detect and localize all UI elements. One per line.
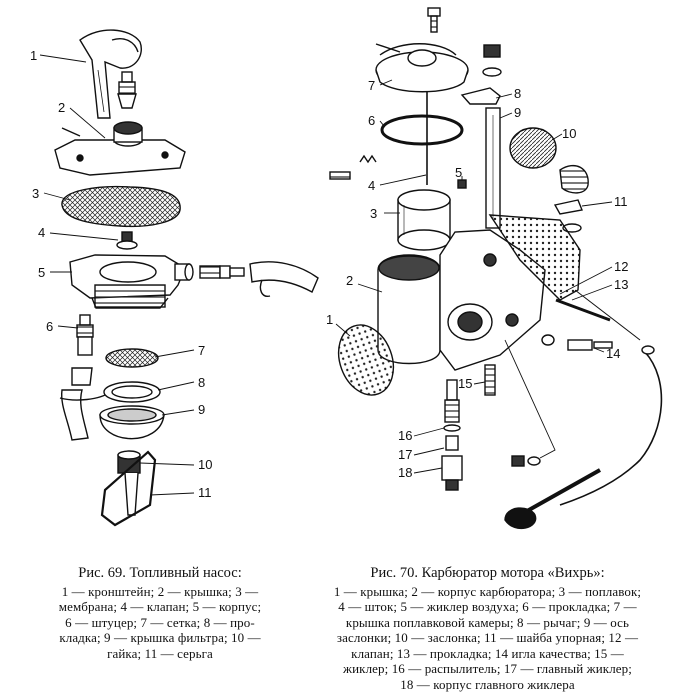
shaft-part: [485, 107, 501, 229]
fig70-legend-line: 1 — крышка; 2 — корпус карбюратора; 3 — …: [333, 583, 642, 599]
gasket-part: [103, 381, 161, 403]
callout-70-14: 14: [606, 346, 620, 361]
callout-70-3: 3: [370, 206, 377, 221]
callout-70-16: 16: [398, 428, 412, 443]
callout-69-2: 2: [58, 100, 65, 115]
nut-and-clip: [100, 450, 157, 527]
membrane-part: [61, 185, 181, 228]
callout-70-7: 7: [368, 78, 375, 93]
lever-part: [460, 87, 501, 105]
fig70-legend-line: заслонки; 10 — заслонка; 11 — шайба упор…: [336, 630, 639, 645]
fig69-title: Рис. 69. Топливный насос:: [78, 565, 242, 581]
fig69-legend-line: гайка; 11 — серьга: [107, 645, 213, 661]
callout-70-6: 6: [368, 113, 375, 128]
callout-70-1: 1: [326, 312, 333, 327]
callout-69-3: 3: [32, 186, 39, 201]
fig70-legend-line: клапан; 13 — прокладка; 14 игла качества…: [351, 645, 624, 661]
main-jet-assembly: [441, 364, 496, 491]
filter-cover-part: [99, 405, 165, 440]
hose-lower: [59, 367, 111, 441]
fig70-legend-line: 4 — шток; 5 — жиклер воздуха; 6 — прокла…: [338, 599, 637, 614]
callout-69-4: 4: [38, 225, 45, 240]
small-nut: [511, 455, 541, 467]
callout-69-10: 10: [198, 457, 212, 472]
callout-70-8: 8: [514, 86, 521, 101]
callout-69-5: 5: [38, 265, 45, 280]
callout-69-8: 8: [198, 375, 205, 390]
callout-69-11: 11: [198, 485, 212, 500]
intake-cover-part: [337, 324, 395, 396]
fig70-legend-line: крышка поплавковой камеры; 8 — рычаг; 9 …: [345, 614, 630, 630]
valve-part: [116, 231, 138, 250]
carburetor-body-part: [377, 214, 581, 371]
fig70-callouts: 1 2 3 4 5 6 7 8 9 10 11 12 13 14 15 16 1…: [326, 78, 628, 480]
callout-69-1: 1: [30, 48, 37, 63]
bracket-part: [79, 29, 142, 119]
pump-body-part: [69, 254, 194, 309]
float-part: [397, 189, 451, 251]
callout-69-9: 9: [198, 402, 205, 417]
fig70-legend-line: 18 — корпус главного жиклера: [400, 676, 575, 692]
callout-70-17: 17: [398, 447, 412, 462]
fitting-upper: [117, 71, 137, 109]
callout-70-12: 12: [614, 259, 628, 274]
callout-70-18: 18: [398, 465, 412, 480]
top-screw: [427, 7, 441, 33]
fuel-pump-drawing: [54, 29, 319, 527]
carburetor-drawing: [329, 7, 663, 530]
technical-illustration: 1 2 3 4 5 6 7 8 9 10 11: [30, 7, 663, 530]
callout-70-15: 15: [458, 376, 472, 391]
fig69-legend-line: мембрана; 4 — клапан; 5 — корпус;: [58, 599, 262, 614]
callout-70-13: 13: [614, 277, 628, 292]
fig70-title: Рис. 70. Карбюратор мотора «Вихрь»:: [370, 565, 605, 581]
callout-70-4: 4: [368, 178, 375, 193]
fig70-caption: Рис. 70. Карбюратор мотора «Вихрь»: 1 — …: [295, 565, 680, 692]
pump-cover-part: [54, 121, 186, 176]
fig69-legend-line: 1 — кронштейн; 2 — крышка; 3 —: [61, 583, 259, 599]
fig69-callouts: 1 2 3 4 5 6 7 8 9 10 11: [30, 48, 212, 500]
callout-70-2: 2: [346, 273, 353, 288]
fig69-leaders: [39, 54, 195, 496]
throttle-disc-part: [509, 127, 557, 169]
choke-cable: [504, 345, 663, 530]
callout-70-11: 11: [614, 194, 628, 209]
air-jet-part: [457, 179, 467, 189]
callout-69-6: 6: [46, 319, 53, 334]
fig70-legend-line: жиклер; 16 — распылитель; 17 — главный ж…: [343, 661, 632, 676]
fig69-caption: Рис. 69. Топливный насос: 1 — кронштейн;…: [40, 565, 280, 661]
union-part: [76, 314, 94, 356]
callout-70-9: 9: [514, 105, 521, 120]
filter-mesh-part: [105, 348, 159, 368]
fig70-leaders: [335, 79, 613, 474]
fig69-legend-line: кладка; 9 — крышка фильтра; 10 —: [59, 630, 261, 645]
spring-screw-left: [329, 154, 377, 180]
float-chamber-cover: [375, 43, 469, 93]
callout-70-5: 5: [455, 165, 462, 180]
fig69-legend-line: 6 — штуцер; 7 — сетка; 8 — про-: [65, 614, 255, 630]
callout-69-7: 7: [198, 343, 205, 358]
callout-70-10: 10: [562, 126, 576, 141]
nut-washer: [482, 44, 502, 77]
gasket-ring-part: [380, 114, 464, 146]
needle-assembly: [541, 289, 641, 351]
hose-fitting: [199, 261, 319, 297]
